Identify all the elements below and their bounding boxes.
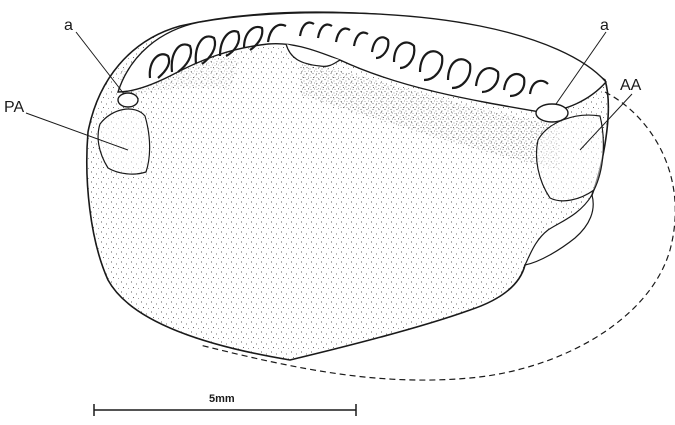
scale-bar-label: 5mm [209,393,235,405]
scale-bar: 5mm [94,393,356,416]
label-pa: PA [4,99,24,116]
label-a-anterior: a [600,17,609,34]
label-a-posterior: a [64,17,73,34]
posterior-pedal-scar [118,93,138,107]
anterior-pedal-scar [536,104,568,122]
label-aa: AA [620,77,642,94]
